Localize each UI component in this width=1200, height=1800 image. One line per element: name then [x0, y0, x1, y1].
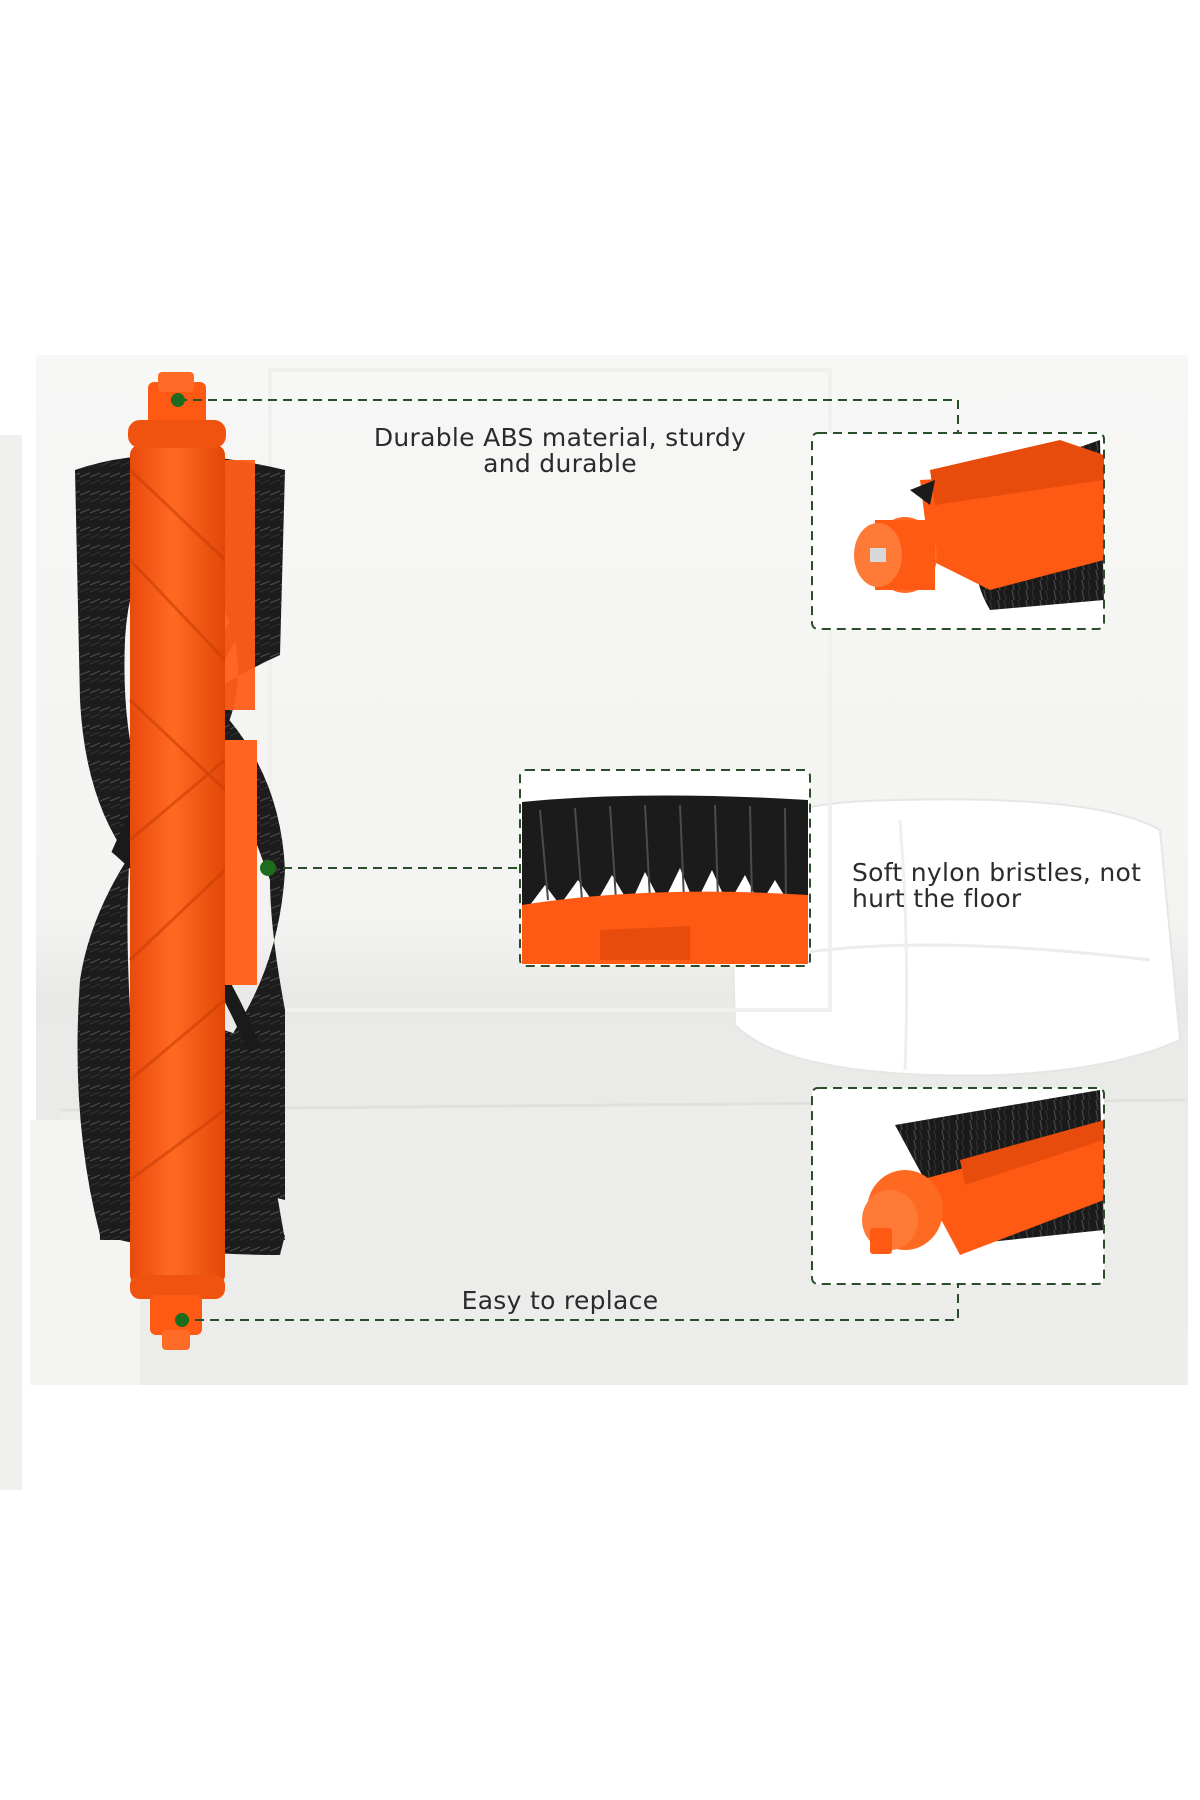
detail-box-bristles-frame — [519, 769, 811, 967]
callout-bottom-line1: Easy to replace — [461, 1286, 659, 1315]
callout-line-top — [178, 399, 959, 432]
callout-middle-line1: Soft nylon bristles, not — [852, 858, 1142, 887]
roller-brush — [75, 372, 285, 1350]
detail-box-shaft-end-frame — [811, 1087, 1105, 1285]
detail-box-shaft-end — [811, 1087, 1105, 1285]
callout-bottom-caption: Easy to replace — [420, 1288, 700, 1314]
detail-box-bristles — [519, 769, 811, 967]
anchor-dot-top — [171, 393, 185, 407]
anchor-dots — [171, 393, 276, 1327]
callout-top-line2: and durable — [483, 449, 637, 478]
callout-lines — [178, 399, 959, 1321]
anchor-dot-middle — [260, 860, 276, 876]
detail-box-end-cap-frame — [811, 432, 1105, 630]
anchor-dot-bottom — [175, 1313, 189, 1327]
callout-middle-line2: hurt the floor — [852, 884, 1022, 913]
callout-line-bottom — [180, 1285, 959, 1321]
callout-top-line1: Durable ABS material, sturdy — [373, 423, 747, 452]
callout-middle-caption: Soft nylon bristles, not hurt the floor — [852, 860, 1172, 912]
callout-top-caption: Durable ABS material, sturdy and durable — [350, 425, 770, 477]
detail-box-end-cap — [811, 432, 1105, 630]
